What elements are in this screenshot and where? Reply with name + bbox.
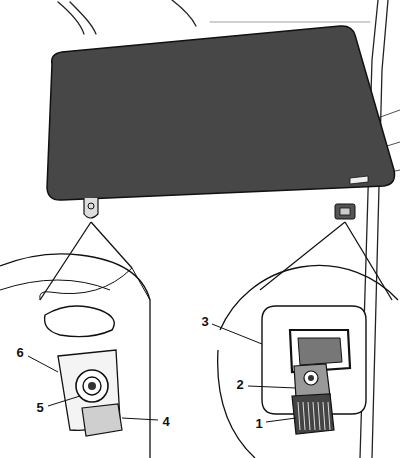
- knurl-line: [303, 402, 305, 430]
- callout-number: 5: [36, 401, 43, 414]
- knurl-line: [298, 402, 300, 430]
- callout-number: 6: [16, 346, 23, 359]
- callout-number: 4: [162, 415, 169, 428]
- knurl-line: [318, 402, 320, 430]
- knurl-line: [308, 402, 310, 430]
- callout-number: 1: [255, 417, 262, 430]
- knurl-line: [328, 402, 330, 430]
- knurl-line: [313, 402, 315, 430]
- callout-number: 3: [201, 315, 208, 328]
- knurl-line: [323, 402, 325, 430]
- callout-number: 2: [236, 378, 243, 391]
